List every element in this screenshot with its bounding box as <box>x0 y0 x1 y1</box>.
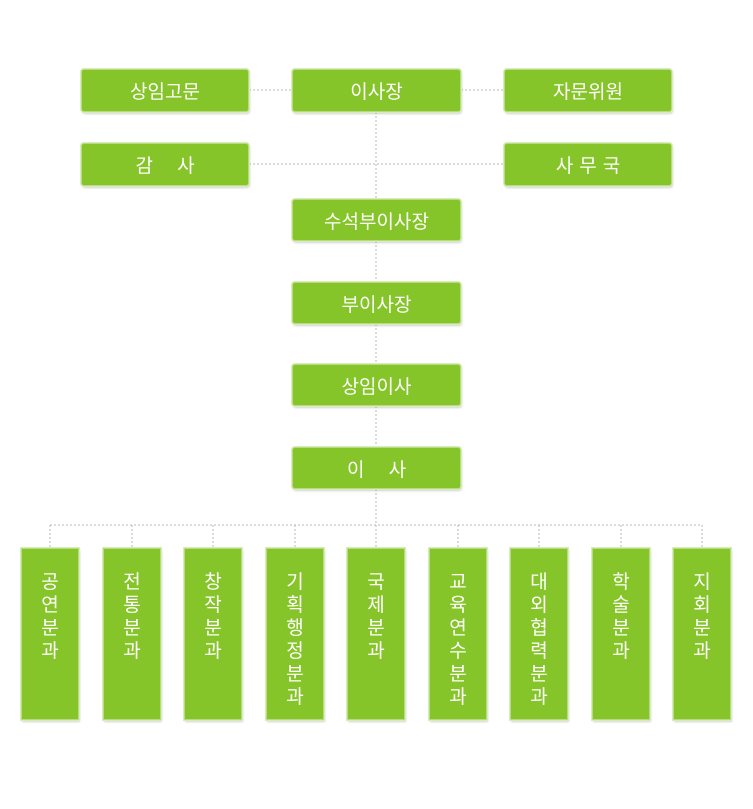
director-box: 이 사 <box>292 447 461 489</box>
committee-label: 자문위원 <box>553 81 623 103</box>
division-label: 기획행정분과 <box>286 571 304 708</box>
division-label: 교육연수분과 <box>449 571 467 708</box>
division-box: 창작분과 <box>184 548 242 720</box>
division-label: 국제분과 <box>367 571 385 662</box>
senior-vice-chairman-box: 수석부이사장 <box>292 199 461 241</box>
chairman-box: 이사장 <box>292 69 461 112</box>
division-label: 학술분과 <box>612 571 630 662</box>
division-box: 교육연수분과 <box>429 548 487 720</box>
standing-director-box: 상임이사 <box>292 364 461 406</box>
director-label: 이 사 <box>346 458 407 481</box>
division-box: 국제분과 <box>347 548 405 720</box>
division-label: 전통분과 <box>123 571 141 662</box>
division-label: 공연분과 <box>41 571 59 662</box>
advisor-label: 상임고문 <box>130 81 200 103</box>
auditor-box: 감 사 <box>81 143 249 186</box>
division-label: 창작분과 <box>204 571 222 662</box>
chairman-label: 이사장 <box>350 81 403 103</box>
standing-director-label: 상임이사 <box>341 375 412 398</box>
division-box: 학술분과 <box>592 548 650 720</box>
advisor-box: 상임고문 <box>81 69 249 112</box>
division-box: 지회분과 <box>673 548 731 720</box>
division-label: 지회분과 <box>693 571 711 662</box>
vice-chairman-label: 부이사장 <box>341 293 412 316</box>
secretariat-label: 사 무 국 <box>555 155 621 177</box>
vice-chairman-box: 부이사장 <box>292 282 461 324</box>
division-box: 전통분과 <box>103 548 161 720</box>
secretariat-box: 사 무 국 <box>504 143 672 186</box>
senior-vice-chairman-label: 수석부이사장 <box>324 210 429 233</box>
auditor-label: 감 사 <box>135 155 195 177</box>
division-box: 공연분과 <box>21 548 79 720</box>
division-label: 대외협력분과 <box>530 571 548 708</box>
division-box: 대외협력분과 <box>510 548 568 720</box>
division-box: 기획행정분과 <box>266 548 324 720</box>
committee-box: 자문위원 <box>504 69 672 112</box>
